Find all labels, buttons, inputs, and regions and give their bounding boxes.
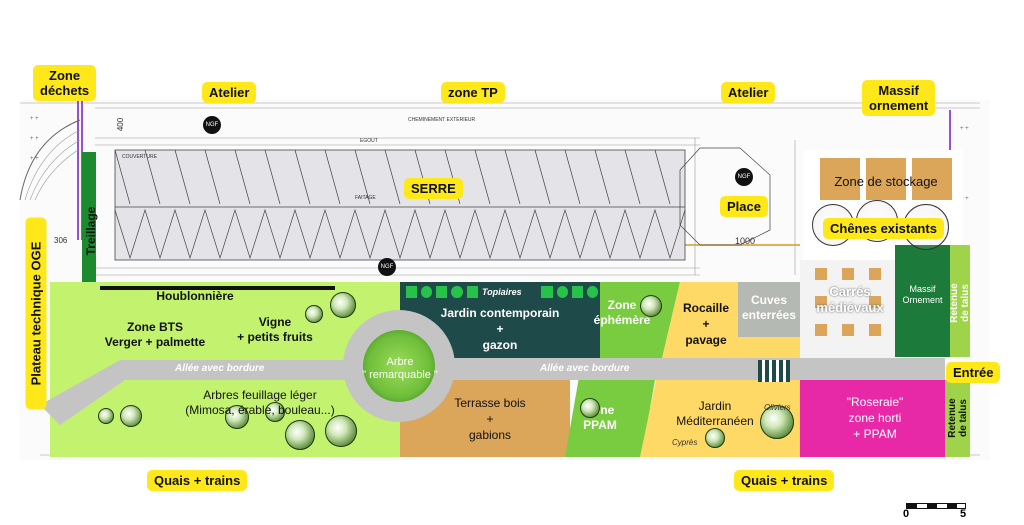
couverture-note: COUVERTURE xyxy=(122,154,157,160)
carre-block-4 xyxy=(815,296,827,308)
jardin-med-label: Jardin Méditerranéen xyxy=(676,399,754,428)
carre-block-6 xyxy=(815,324,827,336)
tree-7 xyxy=(265,402,285,422)
quais-right-label: Quais + trains xyxy=(734,470,835,491)
entrance-stripes xyxy=(758,360,790,382)
ngf-marker-2: NGF xyxy=(735,168,753,186)
roundabout-center xyxy=(363,330,435,402)
roseraie-label: "Roseraie" zone horti + PPAM xyxy=(846,395,904,441)
svg-text:+ +: + + xyxy=(960,126,969,132)
terrasse-label: Terrasse bois + gabions xyxy=(454,396,526,442)
dimension-1000: 1000 xyxy=(735,236,756,246)
chenes-label: Chênes existants xyxy=(823,218,944,239)
tree-11 xyxy=(760,405,794,439)
massif-ornement-label: Massif Ornement xyxy=(902,284,943,305)
cypres-label: Cyprès xyxy=(672,438,698,447)
tree-9 xyxy=(325,415,357,447)
retenue-talus-top-area xyxy=(950,245,970,357)
svg-text:+ +: + + xyxy=(960,196,969,202)
cheminement-note: CHEMINEMENT EXTERIEUR xyxy=(408,117,476,123)
houblonniere-line xyxy=(100,286,335,290)
atelier-left-label: Atelier xyxy=(202,82,257,103)
tree-3 xyxy=(640,295,662,317)
zone-bts-label: Zone BTS Verger + palmette xyxy=(104,320,206,349)
zone-tp-label: zone TP xyxy=(441,82,505,103)
carre-block-5 xyxy=(869,296,881,308)
tree-1 xyxy=(330,292,356,318)
tree-8 xyxy=(285,420,315,450)
rocaille-label: Rocaille + pavage xyxy=(682,301,730,347)
cuves-area xyxy=(738,282,800,337)
tree-5 xyxy=(120,405,142,427)
carre-block-3 xyxy=(869,268,881,280)
arbre-remarquable-label: Arbre " remarquable " xyxy=(362,356,438,381)
egout-note: EGOUT xyxy=(360,138,378,144)
carre-block-2 xyxy=(842,268,854,280)
treillage-bar xyxy=(82,152,96,297)
tree-2 xyxy=(305,305,323,323)
scale-bar xyxy=(906,503,966,509)
scale-bar-end: 5 xyxy=(960,508,967,520)
allee-left-label: Allée avec bordure xyxy=(175,363,265,374)
zone-ephemere-label: Zone éphémère xyxy=(593,298,651,327)
arbres-feuillage-label: Arbres feuillage léger (Mimosa, érable, … xyxy=(185,388,335,417)
stockage-block-1 xyxy=(820,158,860,200)
vigne-label: Vigne + petits fruits xyxy=(237,315,313,344)
svg-text:+ +: + + xyxy=(30,116,39,122)
ngf-marker-3: NGF xyxy=(378,258,396,276)
plateau-label: Plateau technique OGE xyxy=(25,217,47,410)
carre-block-7 xyxy=(842,324,854,336)
stockage-block-3 xyxy=(912,158,952,200)
tree-12 xyxy=(705,428,725,448)
jardin-contemporain-label: Jardin contemporain + gazon xyxy=(440,306,560,352)
oak-tree-1 xyxy=(812,204,854,246)
scale-bar-start: 0 xyxy=(903,508,910,520)
retenue-talus-bottom-area xyxy=(945,380,970,457)
carre-block-8 xyxy=(869,324,881,336)
topiaires-label: Topiaires xyxy=(482,287,522,297)
carres-label: Carrés médiévaux xyxy=(816,284,884,315)
serre-label: SERRE xyxy=(404,178,463,199)
cuves-label: Cuves enterrées xyxy=(741,293,797,322)
quais-left-label: Quais + trains xyxy=(147,470,248,491)
tree-6 xyxy=(225,405,249,429)
zone-ppam-area xyxy=(565,380,655,457)
houblonniere-label: Houblonnière xyxy=(156,289,234,303)
zone-stockage-label: Zone de stockage xyxy=(834,173,938,189)
faitage-note: FAITAGE xyxy=(355,195,376,201)
treillage-label: Treillage xyxy=(84,206,98,256)
svg-text:+ +: + + xyxy=(30,156,39,162)
allee-right-label: Allée avec bordure xyxy=(540,363,630,374)
tree-4 xyxy=(98,408,114,424)
stockage-block-2 xyxy=(866,158,906,200)
carre-block-1 xyxy=(815,268,827,280)
entree-label: Entrée xyxy=(946,362,1001,383)
roseraie-area xyxy=(800,380,945,457)
atelier-right-label: Atelier xyxy=(721,82,776,103)
massif-ornement-top-label: Massif ornement xyxy=(862,80,936,116)
oliviers-label: Oliviers xyxy=(764,403,791,412)
ngf-marker-1: NGF xyxy=(203,116,221,134)
zone-dechets-label: Zone déchets xyxy=(33,65,97,101)
dimension-306: 306 xyxy=(54,236,68,245)
tree-10 xyxy=(580,398,600,418)
place-label: Place xyxy=(720,196,768,217)
massif-ornement-area xyxy=(895,245,950,357)
svg-text:+ +: + + xyxy=(30,136,39,142)
topiaires-row xyxy=(402,286,598,300)
